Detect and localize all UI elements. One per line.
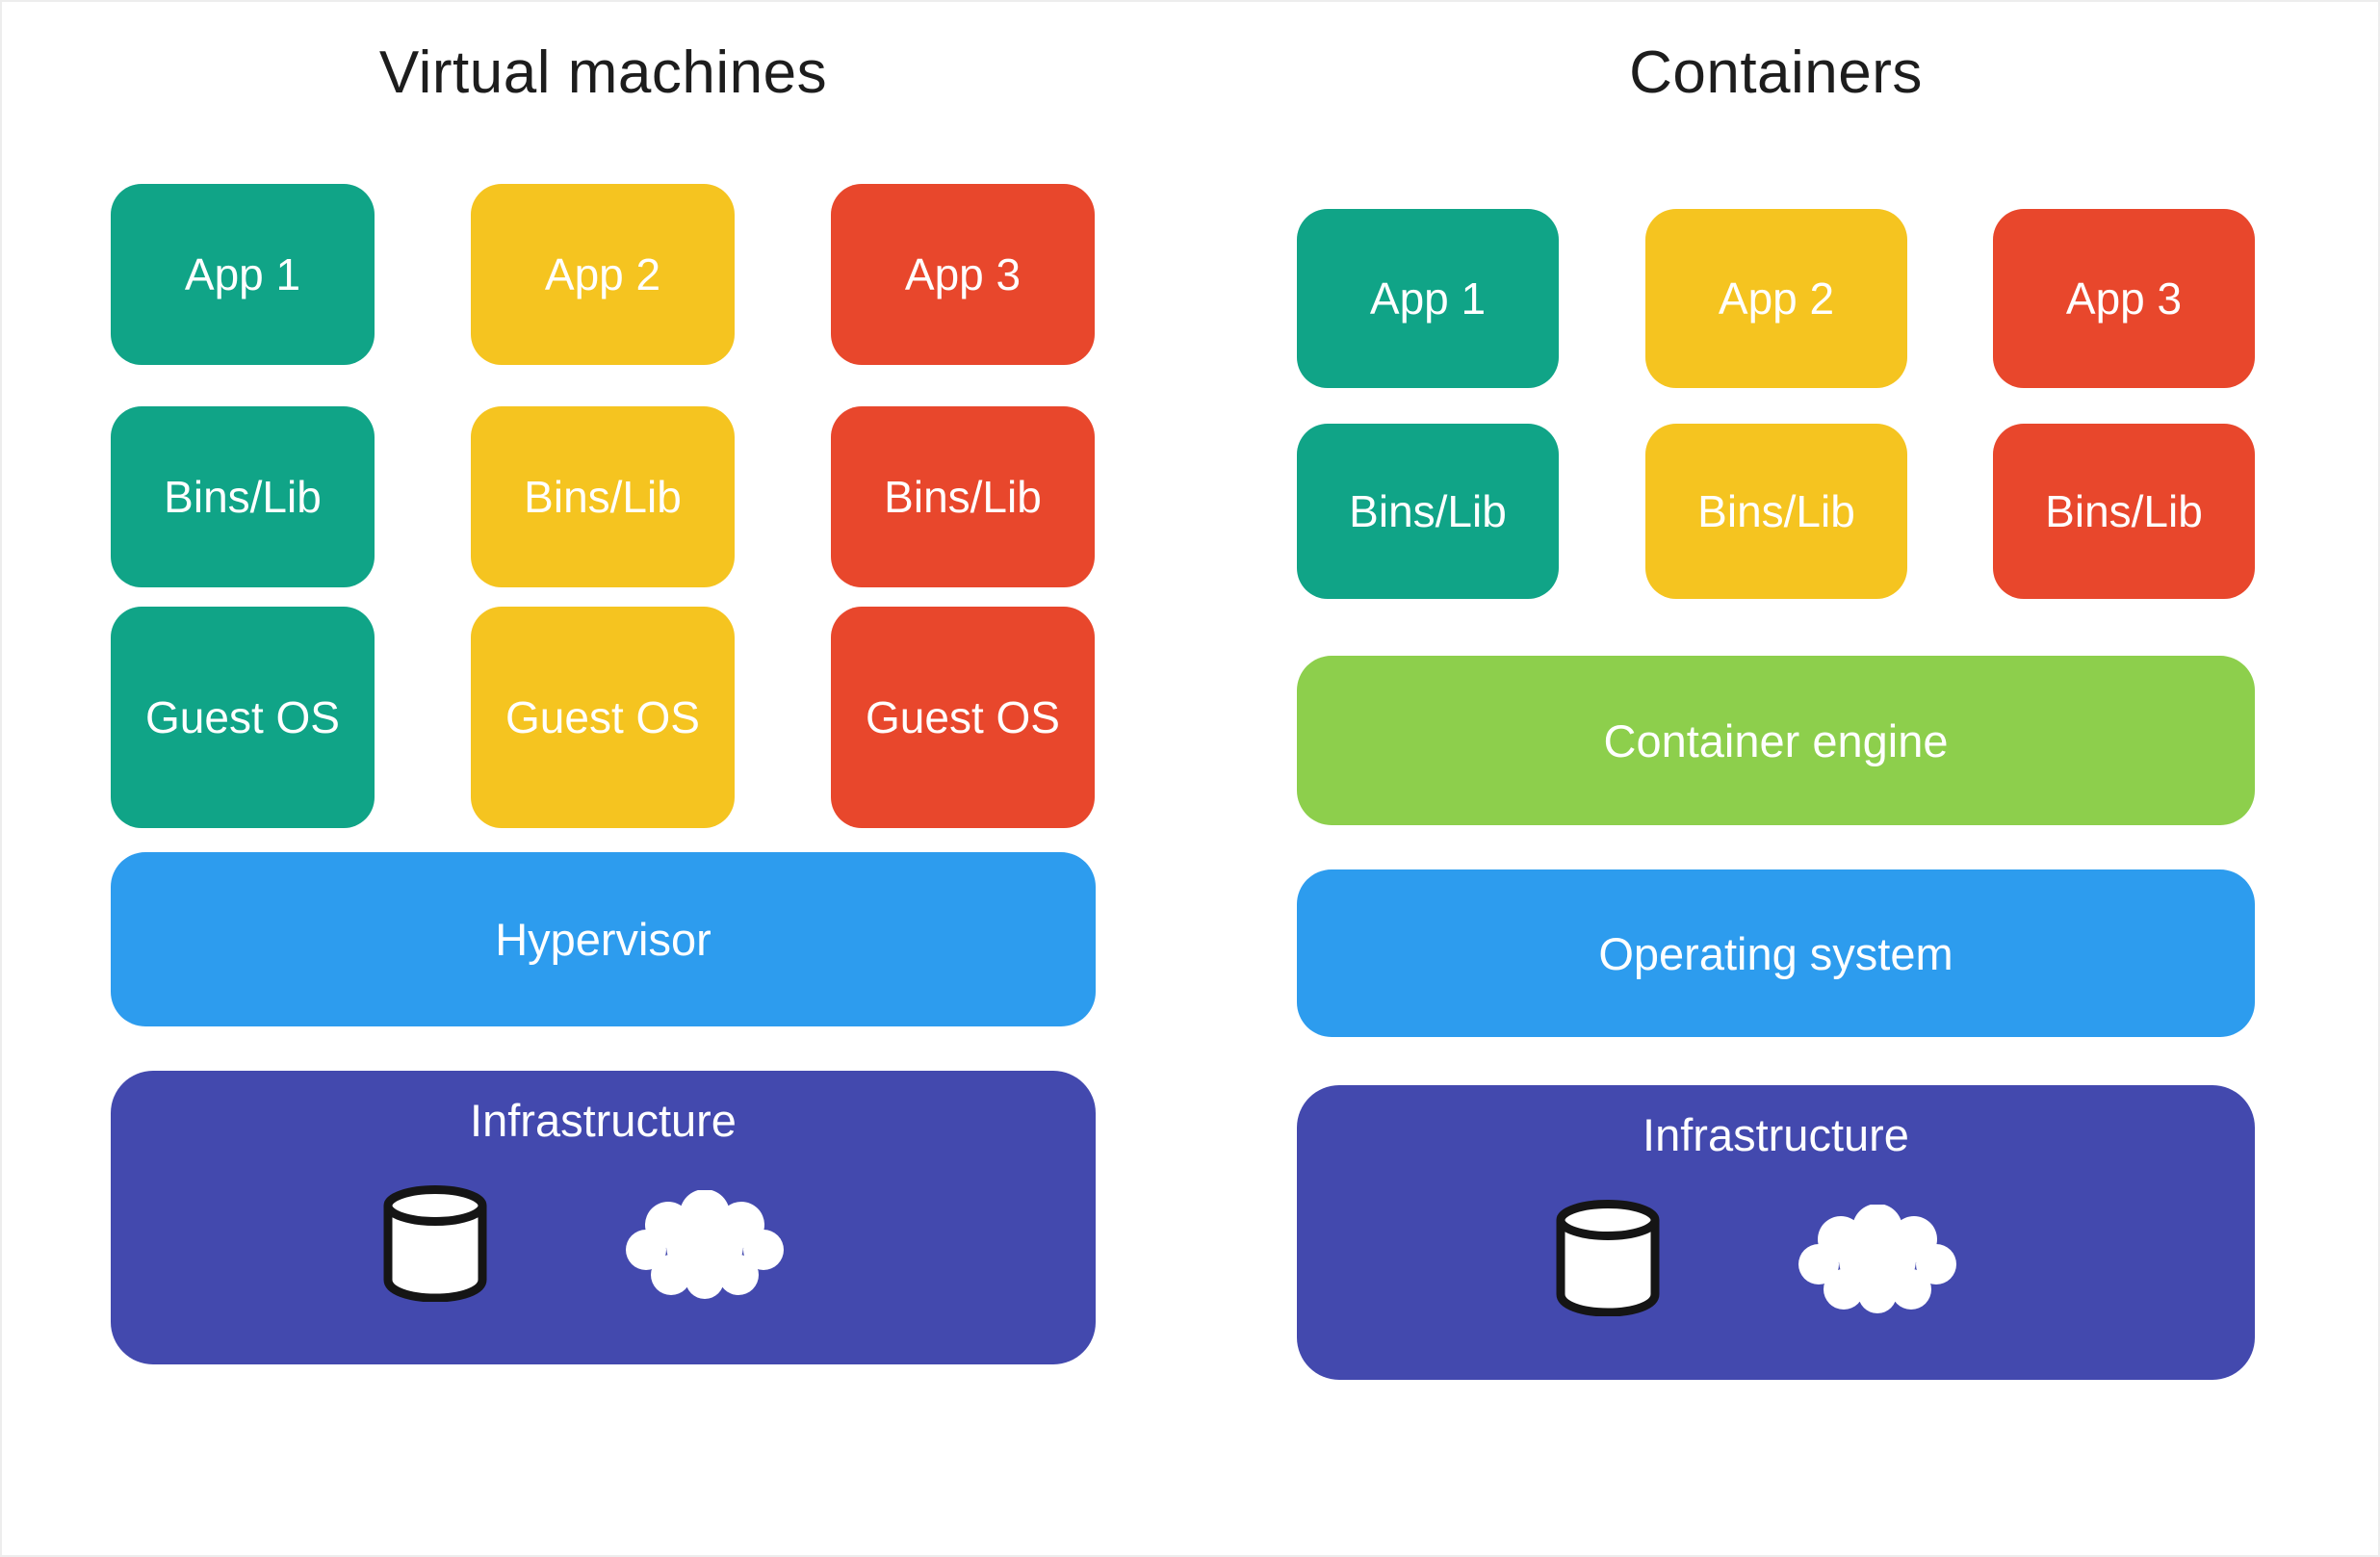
vm-binslib3-label: Bins/Lib: [884, 472, 1042, 522]
vm-guestos3-block: Guest OS: [831, 607, 1095, 828]
vm-app2-label: App 2: [544, 249, 661, 299]
container-engine-bar: Container engine: [1297, 656, 2255, 825]
vm-app2-block: App 2: [471, 184, 735, 365]
container-binslib3-label: Bins/Lib: [2045, 486, 2203, 536]
vm-guestos1-block: Guest OS: [111, 607, 375, 828]
cloud-icon: [1798, 1205, 1956, 1313]
operating-system-label: Operating system: [1598, 927, 1953, 979]
container-app1-block: App 1: [1297, 209, 1559, 388]
hypervisor-bar: Hypervisor: [111, 852, 1096, 1026]
containers-title: Containers: [1629, 39, 1923, 106]
vm-app3-label: App 3: [904, 249, 1022, 299]
container-engine-label: Container engine: [1603, 714, 1949, 766]
vm-binslib2-block: Bins/Lib: [471, 406, 735, 587]
container-app3-label: App 3: [2065, 273, 2183, 324]
vm-infrastructure-label: Infrastructure: [470, 1095, 737, 1146]
vm-binslib2-label: Bins/Lib: [524, 472, 682, 522]
vm-guestos3-label: Guest OS: [866, 692, 1060, 742]
operating-system-bar: Operating system: [1297, 869, 2255, 1037]
container-binslib2-label: Bins/Lib: [1697, 486, 1855, 536]
containers-infrastructure-icons: [1274, 1199, 2232, 1316]
container-app2-block: App 2: [1645, 209, 1907, 388]
virtual-machines-title: Virtual machines: [378, 39, 828, 106]
container-app1-label: App 1: [1369, 273, 1487, 324]
database-icon: [1556, 1200, 1660, 1316]
containers-infrastructure-bar: Infrastructure: [1297, 1085, 2255, 1380]
container-app2-label: App 2: [1718, 273, 1835, 324]
vm-binslib1-label: Bins/Lib: [164, 472, 322, 522]
container-binslib3-block: Bins/Lib: [1993, 424, 2255, 599]
vm-infrastructure-icons: [88, 1184, 1073, 1302]
container-app3-block: App 3: [1993, 209, 2255, 388]
vm-guestos2-label: Guest OS: [505, 692, 700, 742]
vm-infrastructure-bar: Infrastructure: [111, 1071, 1096, 1364]
containers-infrastructure-label: Infrastructure: [1643, 1109, 1909, 1160]
vm-app3-block: App 3: [831, 184, 1095, 365]
vm-guestos1-label: Guest OS: [145, 692, 340, 742]
container-binslib1-block: Bins/Lib: [1297, 424, 1559, 599]
hypervisor-label: Hypervisor: [495, 914, 711, 965]
vm-binslib3-block: Bins/Lib: [831, 406, 1095, 587]
database-icon: [383, 1185, 487, 1302]
vm-app1-label: App 1: [184, 249, 301, 299]
vm-binslib1-block: Bins/Lib: [111, 406, 375, 587]
vm-app1-block: App 1: [111, 184, 375, 365]
container-binslib1-label: Bins/Lib: [1349, 486, 1507, 536]
container-binslib2-block: Bins/Lib: [1645, 424, 1907, 599]
cloud-icon: [626, 1190, 784, 1299]
vm-guestos2-block: Guest OS: [471, 607, 735, 828]
